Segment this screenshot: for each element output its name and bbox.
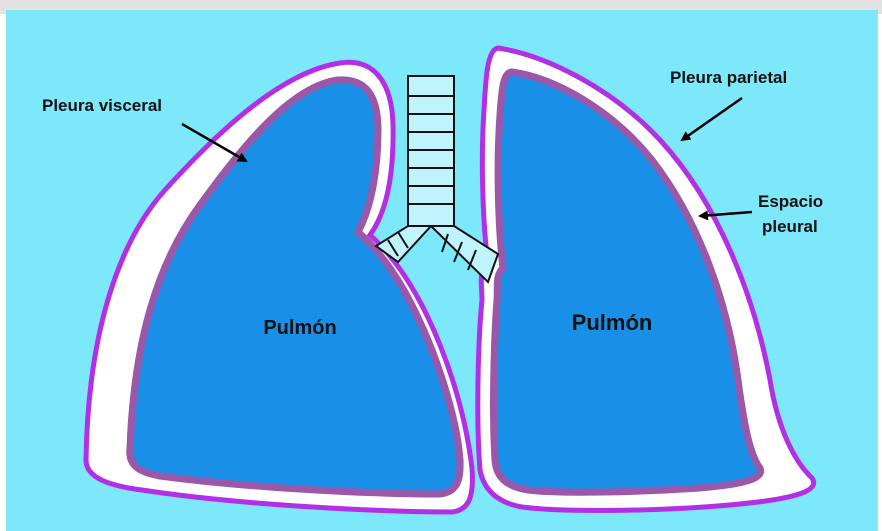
- label-espacio-line1: Espacio: [758, 192, 823, 211]
- lung-label-right: Pulmón: [572, 310, 653, 335]
- lung-label-left: Pulmón: [263, 317, 336, 339]
- label-pleura-parietal: Pleura parietal: [670, 68, 787, 87]
- label-espacio-line2: pleural: [762, 217, 818, 236]
- label-pleura-visceral: Pleura visceral: [42, 96, 162, 115]
